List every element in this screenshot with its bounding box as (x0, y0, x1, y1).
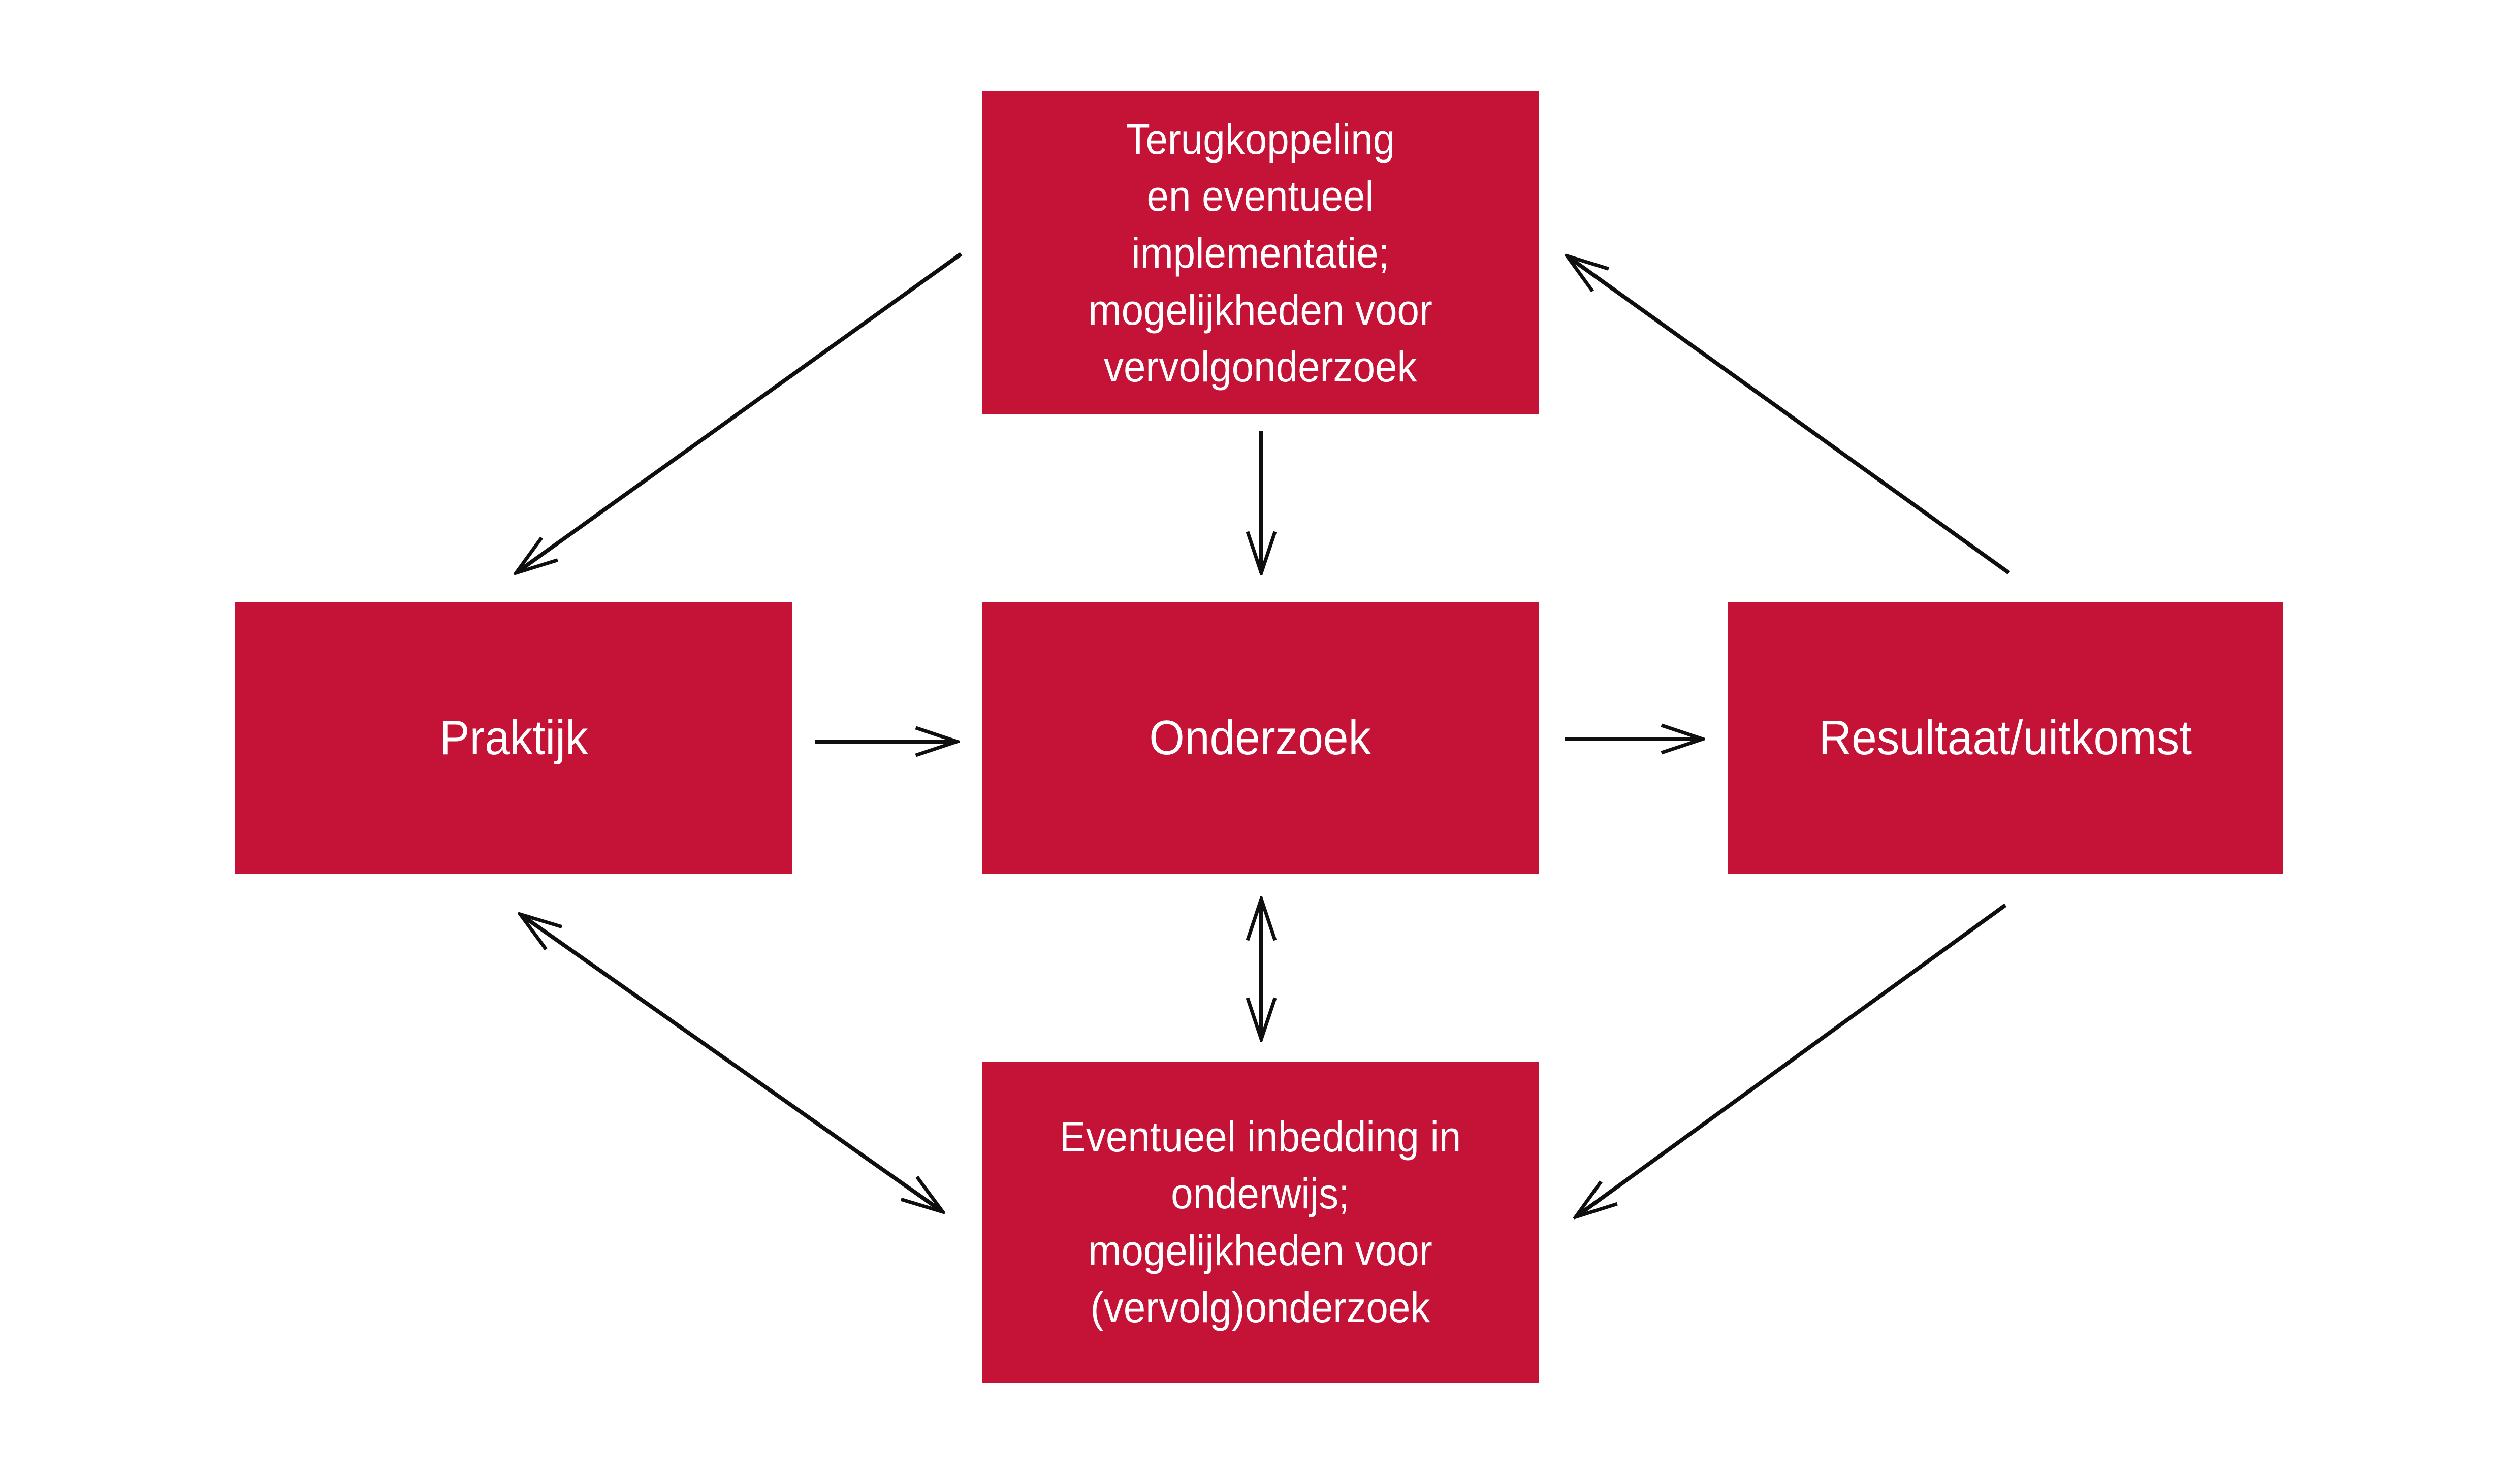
box-terugkoppeling: Terugkoppeling en eventueel implementati… (982, 91, 1539, 414)
arrow-praktijk-bottom-double (520, 914, 943, 1212)
box-onderzoek: Onderzoek (982, 602, 1539, 874)
box-onderzoek-label: Onderzoek (1149, 711, 1371, 765)
arrow-resultaat-to-bottom (1576, 903, 2007, 1217)
arrow-resultaat-to-top (1567, 256, 2011, 575)
box-eventueel-inbedding: Eventueel inbedding in onderwijs; mogeli… (982, 1062, 1539, 1383)
box-praktijk: Praktijk (235, 602, 792, 874)
box-praktijk-label: Praktijk (439, 711, 588, 765)
box-resultaat-uitkomst: Resultaat/uitkomst (1728, 602, 2283, 874)
box-eventueel-inbedding-label: Eventueel inbedding in onderwijs; mogeli… (1059, 1113, 1461, 1331)
box-terugkoppeling-label: Terugkoppeling en eventueel implementati… (1088, 115, 1432, 391)
box-resultaat-uitkomst-label: Resultaat/uitkomst (1819, 711, 2192, 765)
arrow-top-to-praktijk (516, 252, 963, 573)
